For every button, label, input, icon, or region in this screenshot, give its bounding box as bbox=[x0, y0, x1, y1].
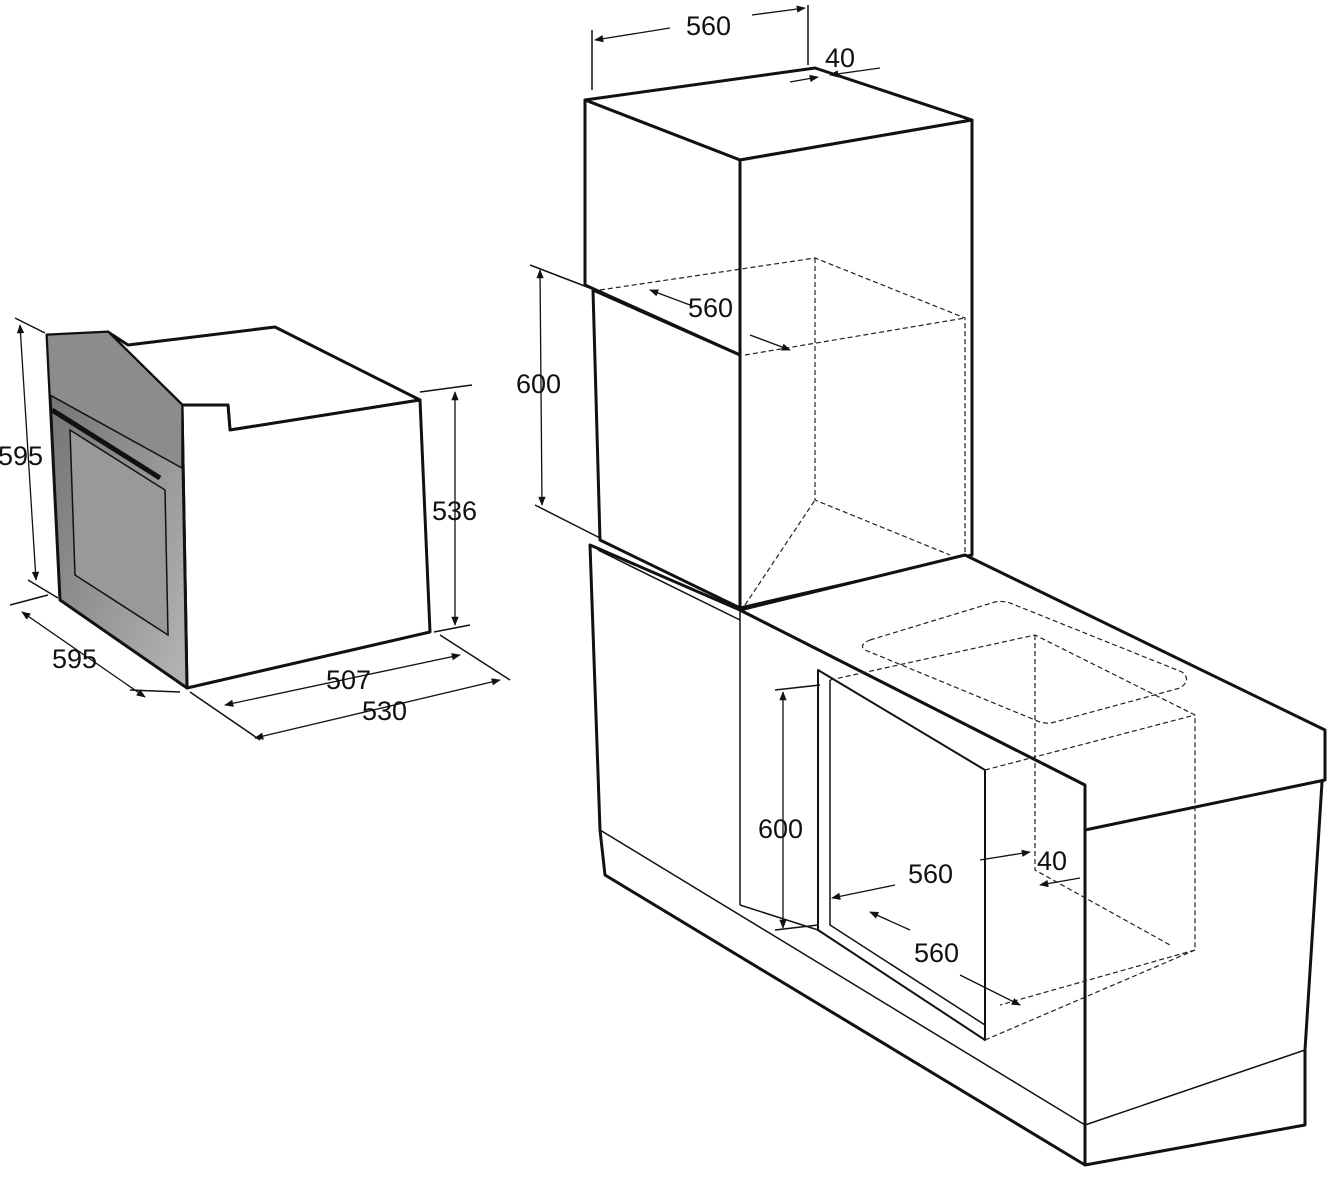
under-niche-depth-label: 560 bbox=[914, 938, 959, 968]
tall-vent-label: 40 bbox=[825, 43, 855, 73]
hob-cutout bbox=[861, 600, 1188, 724]
tall-niche-depth-label: 560 bbox=[688, 293, 733, 323]
oven-side bbox=[180, 398, 432, 690]
dimension-labels: 595 536 595 507 530 560 40 560 600 600 5… bbox=[0, 11, 1067, 968]
oven-handle bbox=[50, 407, 162, 481]
oven-width-label: 595 bbox=[52, 644, 97, 674]
oven-door-window bbox=[69, 428, 169, 637]
oven-depth-label: 507 bbox=[326, 665, 371, 695]
cabinet-dimension-lines bbox=[536, 5, 1081, 1006]
oven-height-label: 595 bbox=[0, 441, 43, 471]
tall-cabinet-niche-front bbox=[591, 288, 742, 610]
under-niche-height-label: 600 bbox=[758, 814, 803, 844]
oven-dimension-lines bbox=[16, 324, 501, 740]
under-vent-label: 40 bbox=[1037, 846, 1067, 876]
tall-niche-height-label: 600 bbox=[516, 369, 561, 399]
oven-control-panel bbox=[46, 331, 183, 470]
cabinet-drawing bbox=[529, 5, 1327, 1167]
oven-body-height-label: 536 bbox=[432, 496, 477, 526]
oven-total-depth-label: 530 bbox=[362, 696, 407, 726]
under-niche-width-label: 560 bbox=[908, 859, 953, 889]
oven-drawing bbox=[9, 317, 511, 741]
tall-width-label: 560 bbox=[686, 11, 731, 41]
tall-cabinet-side bbox=[738, 118, 974, 610]
